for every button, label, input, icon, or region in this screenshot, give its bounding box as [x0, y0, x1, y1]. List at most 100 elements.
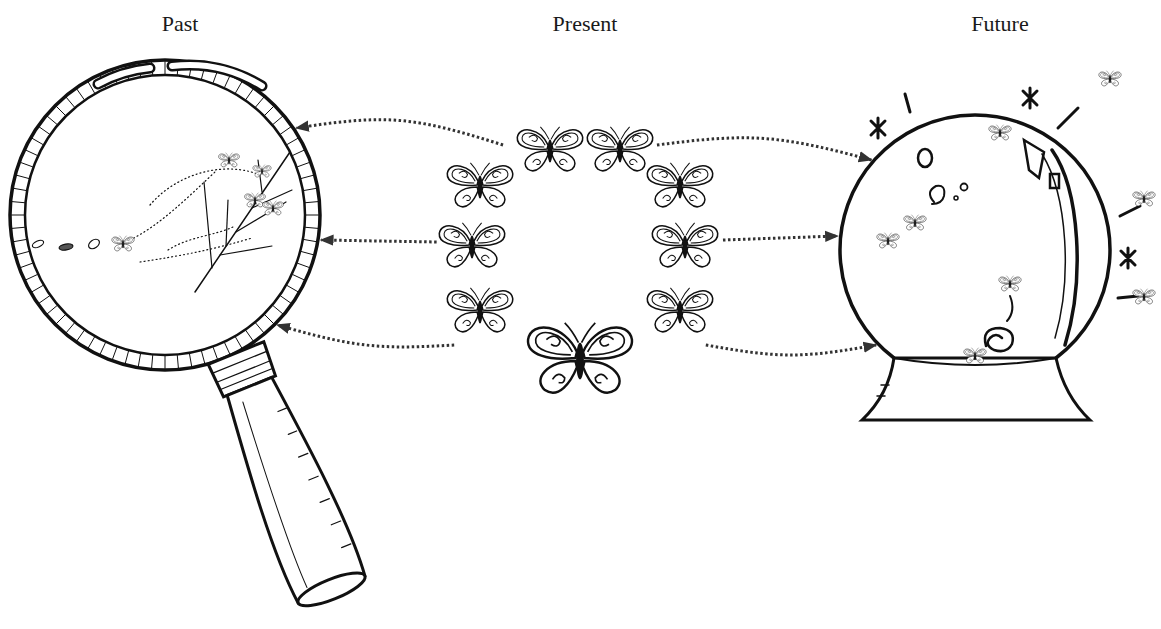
magnifying-glass: [253, 165, 271, 177]
butterfly-ring: [587, 127, 652, 171]
present-ring: Present: [440, 125, 720, 415]
butterfly-ring: [517, 127, 582, 171]
lens-rim-tick: [39, 127, 50, 134]
butterfly-ring: [652, 223, 717, 267]
lens-rim-tick: [165, 356, 166, 369]
lens-scene: [220, 246, 272, 255]
lens-rim-tick: [236, 337, 243, 348]
magnifying-glass: [245, 193, 266, 207]
lens-scene: [195, 152, 290, 292]
lens-rim-tick: [236, 82, 243, 93]
lens-rim-tick: [47, 116, 57, 124]
dotted-arrow: [296, 120, 503, 145]
sparkle: [871, 88, 1140, 298]
lens-rim-tick: [304, 239, 317, 241]
crystal-ball: [1099, 71, 1121, 86]
magnifier-handle: [201, 339, 370, 613]
lens-rim-tick: [301, 251, 314, 254]
lens-rim-tick: [138, 354, 140, 367]
lens-rim-tick: [77, 331, 84, 342]
lens-scene: [59, 243, 74, 251]
magnifying-glass: [98, 68, 150, 84]
lens-rim-tick: [56, 106, 65, 115]
dotted-arrow: [723, 236, 838, 240]
crystal-ball: [1133, 289, 1155, 304]
sparkle: [1118, 296, 1138, 298]
lens-rim-tick: [265, 315, 274, 324]
lens-rim-tick: [225, 343, 230, 355]
butterfly-ring: [647, 163, 712, 207]
butterfly-ring: [528, 323, 632, 393]
sparkle: [1120, 206, 1140, 216]
crystal-ball: [1050, 174, 1059, 188]
crystal-ball: [862, 358, 1090, 420]
lens-scene: [226, 200, 228, 246]
future-ball: Future: [840, 115, 1110, 385]
lens-rim-tick: [39, 296, 50, 303]
crystal-ball: [985, 328, 1013, 351]
time-heading: Past: [162, 11, 199, 37]
magnifying-glass: [98, 68, 150, 84]
magnifying-glass: [172, 65, 262, 86]
lens-rim-tick: [297, 263, 309, 267]
lens-rim-tick: [47, 306, 57, 314]
crystal-ball: [964, 348, 986, 363]
lens-scene: [204, 182, 212, 268]
crystal-ball: [999, 276, 1021, 291]
time-heading: Present: [553, 11, 618, 37]
lens-rim-tick: [273, 116, 283, 124]
magnifying-glass: [263, 201, 284, 215]
lens-rim-tick: [13, 239, 26, 241]
lens-scene: [168, 226, 235, 250]
lens-rim-tick: [265, 106, 274, 115]
crystal-ball: [989, 125, 1011, 140]
lens-rim-tick: [256, 323, 264, 333]
butterfly-ring: [439, 127, 717, 393]
magnifier-handle: [278, 405, 351, 551]
sparkle: [1121, 248, 1135, 268]
lens-rim-tick: [11, 215, 24, 216]
lens-rim-tick: [112, 347, 116, 359]
butterfly-ring: [447, 288, 512, 332]
lens-scene: [87, 237, 101, 250]
lens-rim-tick: [125, 351, 128, 364]
lens-rim-tick: [246, 89, 253, 100]
lens-rim-tick: [66, 323, 74, 333]
lens-rim-tick: [100, 343, 105, 355]
magnifier-handle: [214, 372, 366, 603]
crystal-ball: [904, 215, 926, 230]
lens-rim-tick: [213, 347, 217, 359]
lens-scene: [130, 172, 215, 240]
dotted-arrow: [657, 138, 871, 160]
past-lens: Past: [10, 60, 320, 370]
crystal-ball: [1042, 154, 1065, 338]
dotted-arrow: [277, 325, 454, 347]
crystal-ball: [840, 115, 1110, 358]
lens-rim-tick: [287, 138, 298, 145]
lens-rim-tick: [77, 89, 84, 100]
lens-scene: [31, 152, 292, 292]
magnifying-glass: [10, 60, 320, 370]
lens-rim-tick: [25, 150, 37, 155]
magnifying-glass: [172, 65, 262, 86]
lens-rim-tick: [287, 286, 298, 293]
crystal-ball: [954, 196, 958, 200]
lens-rim-tick: [256, 97, 264, 107]
lens-rim-tick: [25, 275, 37, 280]
crystal-ball: [1133, 191, 1155, 206]
dotted-arrow: [706, 345, 876, 355]
dotted-arrow: [321, 240, 437, 242]
lens-rim-tick: [281, 296, 292, 303]
lens-rim-tick: [32, 138, 43, 145]
lens-rim-tick: [281, 127, 292, 134]
lens-rim-tick: [301, 175, 314, 178]
lens-rim-tick: [293, 150, 305, 155]
lens-rim-tick: [12, 227, 25, 228]
lens-scene: [31, 239, 44, 250]
lens-rim-tick: [20, 162, 32, 166]
crystal-ball: [877, 385, 889, 396]
sparkle: [871, 118, 885, 138]
lens-rim-tick: [11, 61, 319, 369]
